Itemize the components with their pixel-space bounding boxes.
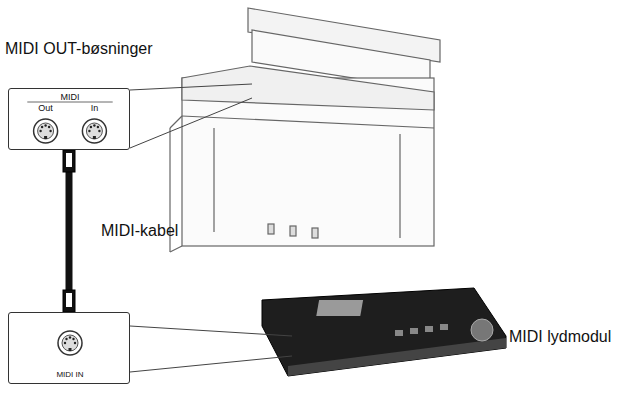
device-callout: MIDI lydmodul bbox=[509, 328, 611, 346]
sound-module bbox=[262, 288, 506, 376]
midi-in-inset: MIDI IN bbox=[8, 312, 130, 384]
panel-label: MIDI IN bbox=[56, 370, 83, 379]
cable-plug bbox=[63, 150, 75, 172]
midi-panel-inset: MIDI Out In bbox=[8, 88, 130, 150]
plug-highlight bbox=[66, 153, 72, 167]
cable-line bbox=[66, 172, 73, 290]
cable-plug bbox=[63, 290, 75, 312]
midi-cable bbox=[63, 150, 75, 312]
din-jack bbox=[58, 331, 82, 355]
din-jack bbox=[34, 119, 58, 143]
piano bbox=[170, 8, 440, 252]
cable-label: MIDI-kabel bbox=[101, 222, 178, 240]
panel-label: MIDI bbox=[61, 92, 80, 102]
panel-label: In bbox=[91, 103, 99, 113]
jack-callout: MIDI OUT-bøsninger bbox=[5, 40, 153, 58]
panel-label: Out bbox=[38, 103, 53, 113]
plug-highlight bbox=[66, 293, 72, 307]
din-jack bbox=[82, 119, 106, 143]
